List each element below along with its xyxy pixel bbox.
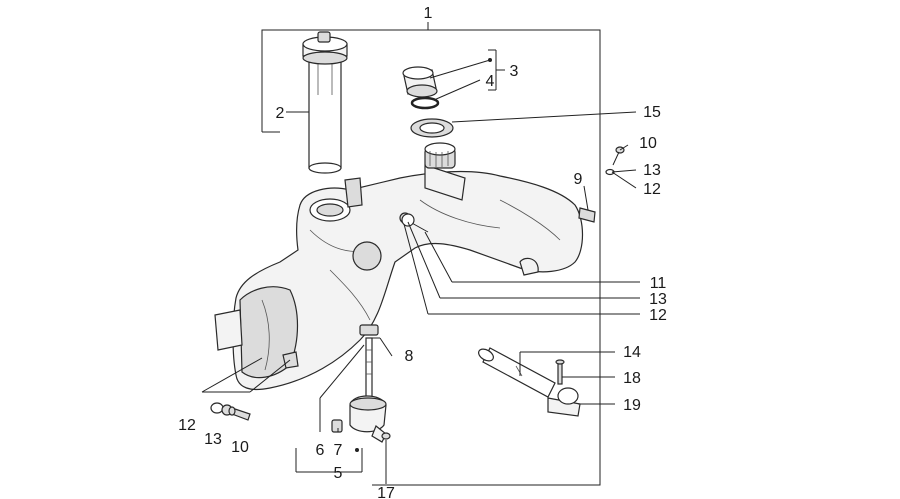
callout-4: 4: [486, 73, 495, 90]
callout-10-upper: 10: [639, 135, 657, 152]
cap-gasket: [410, 96, 440, 110]
callout-11: 11: [650, 275, 667, 292]
callout-19: 19: [623, 397, 641, 414]
fuel-tank-body: [214, 142, 584, 391]
callout-14: 14: [623, 344, 641, 361]
callout-18: 18: [623, 370, 641, 387]
callout-15: 15: [643, 104, 661, 121]
callout-2: 2: [276, 105, 285, 122]
callout-13-lower: 13: [204, 431, 222, 448]
callout-8: 8: [405, 348, 414, 365]
lower-left-fasteners: [210, 402, 251, 421]
hose-clamp: [547, 359, 581, 417]
fuel-tap: [331, 324, 391, 443]
callout-labels: 1 2 3 4 15 10 13 12 9 11 13 12 8 14 18 1…: [178, 5, 667, 499]
mounting-clip-9: [578, 207, 596, 223]
callout-13-middle: 13: [649, 291, 667, 308]
callout-12-upper: 12: [643, 181, 661, 198]
level-sender-tube: [302, 31, 348, 174]
callout-17: 17: [377, 485, 395, 499]
callout-10-lower: 10: [231, 439, 249, 456]
callout-13-upper: 13: [643, 162, 661, 179]
assembly-frame: [261, 22, 601, 486]
filler-seal-ring: [410, 118, 454, 138]
callout-7: 7: [334, 442, 343, 459]
callout-1: 1: [424, 5, 433, 22]
callout-12-middle: 12: [649, 307, 667, 324]
leader-lines: [201, 49, 640, 484]
fuel-hose: [478, 347, 556, 398]
callout-6: 6: [316, 442, 325, 459]
callout-9: 9: [574, 171, 583, 188]
filler-cap: [402, 66, 438, 98]
callout-12-lower: 12: [178, 417, 196, 434]
tank-washer: [401, 213, 415, 227]
drain-screw-upper: [605, 146, 625, 176]
callout-5: 5: [334, 465, 343, 482]
callout-3: 3: [510, 63, 519, 80]
